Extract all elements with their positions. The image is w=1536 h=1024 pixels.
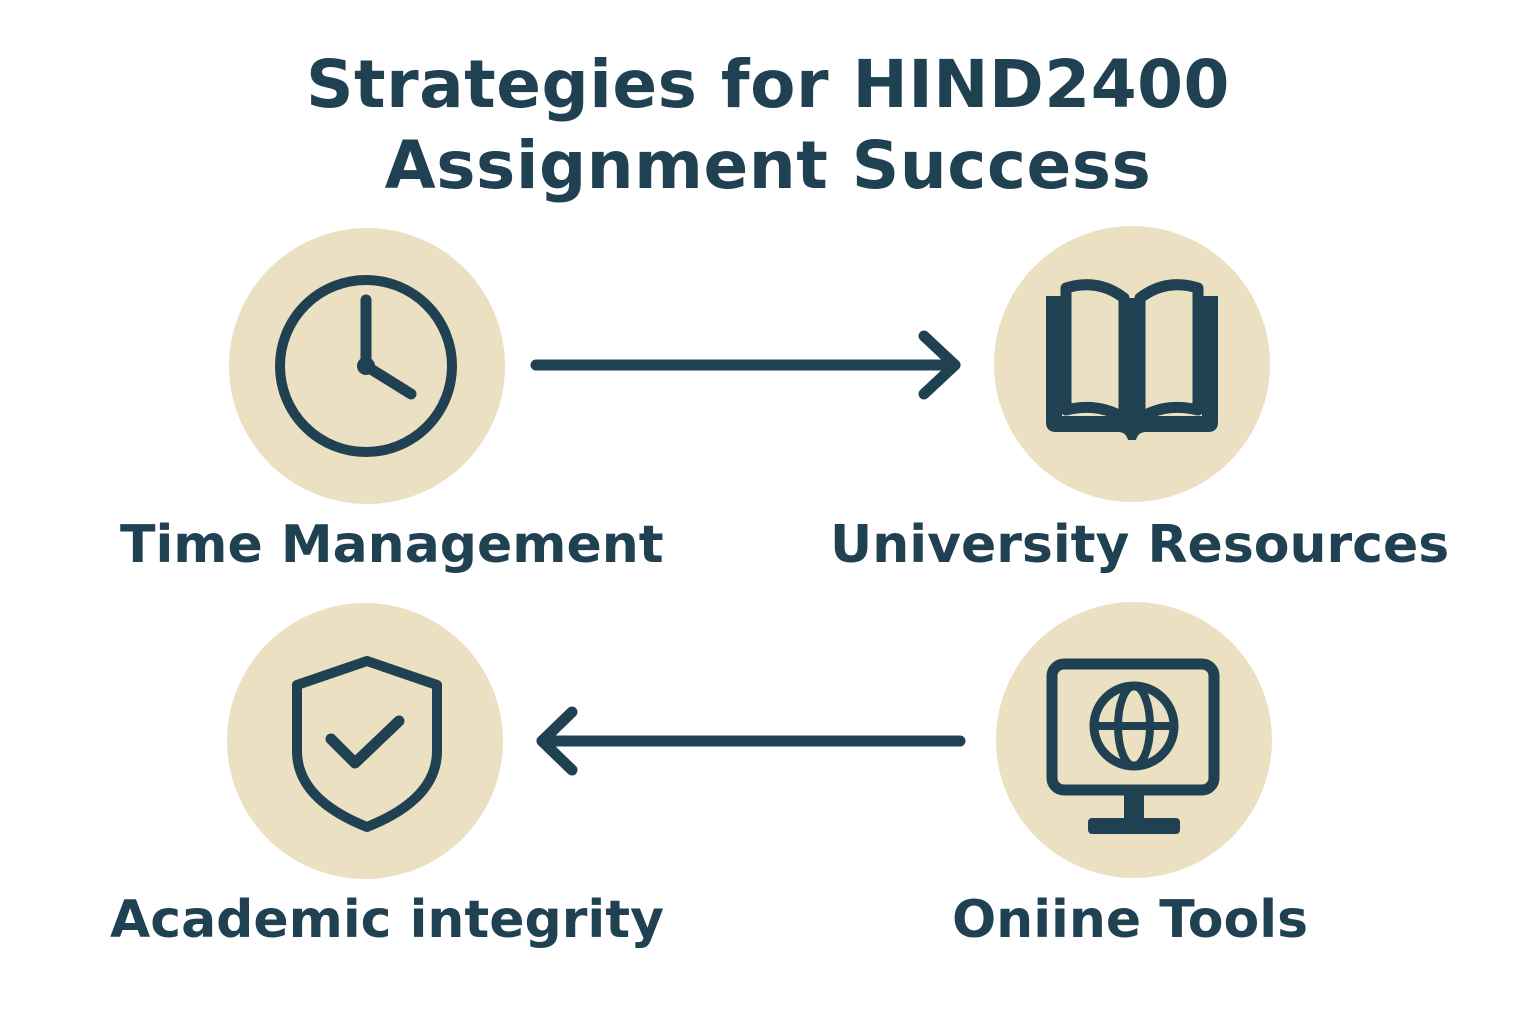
online-tools-circle [996,602,1272,878]
academic-integrity-label: Academic integrity [110,890,664,950]
diagram-title-line-1: Strategies for HIND2400 [306,46,1230,123]
university-resources-label: University Resources [830,515,1450,575]
shield-check-icon [292,656,442,832]
time-management-label: Time Management [120,515,664,575]
academic-integrity-circle [227,603,503,879]
university-resources-circle [994,226,1270,502]
clock-icon [275,275,457,457]
diagram-title-line-2: Assignment Success [384,127,1152,204]
online-tools-label: Oniine Tools [951,890,1309,950]
time-management-circle [229,228,505,504]
arrow-time-to-resources [530,330,961,400]
open-book-icon [1046,279,1218,440]
monitor-globe-icon [1046,658,1220,834]
arrow-tools-to-integrity [536,706,966,776]
